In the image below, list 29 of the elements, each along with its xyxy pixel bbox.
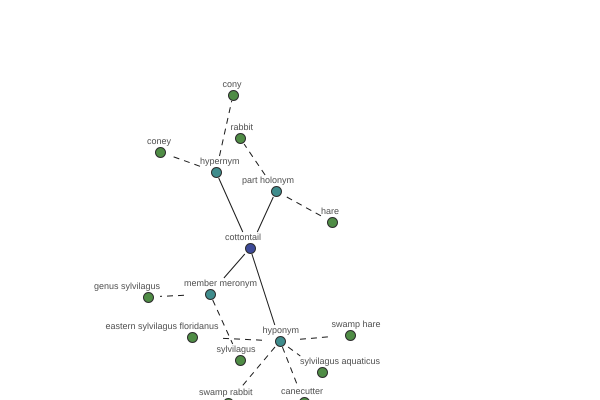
node-label: swamp rabbit	[199, 387, 253, 397]
connector-line	[256, 196, 274, 232]
dashed-connector-line	[244, 144, 266, 176]
node-label: sylvilagus	[216, 344, 256, 354]
node-label: cottontail	[225, 232, 262, 242]
dashed-connector-line	[212, 300, 234, 344]
node-label: swamp hare	[332, 319, 381, 329]
dashed-connector-line	[282, 346, 298, 386]
connector-line	[218, 178, 244, 232]
node-label: cony	[222, 79, 242, 89]
node-label: canecutter	[281, 386, 324, 396]
node-label: sylvilagus aquaticus	[300, 356, 380, 366]
node-label: hyponym	[262, 325, 300, 335]
node-label: hare	[321, 206, 340, 216]
dashed-connector-line	[170, 155, 200, 167]
node-label: coney	[147, 136, 172, 146]
connector-line	[223, 254, 246, 278]
node-label: genus sylvilagus	[94, 281, 160, 291]
dashed-connector-line	[160, 294, 184, 297]
dashed-connector-line	[240, 346, 276, 388]
connector-line	[251, 254, 276, 326]
dashed-connector-line	[288, 346, 301, 356]
node-label: rabbit	[230, 122, 254, 132]
dashed-connector-line	[286, 196, 322, 216]
dashed-connector-line	[219, 100, 232, 156]
node-label: member meronym	[184, 278, 258, 288]
node-label: hypernym	[200, 156, 240, 166]
node-label: eastern sylvilagus floridanus	[106, 321, 219, 331]
node-label: part holonym	[242, 175, 294, 185]
